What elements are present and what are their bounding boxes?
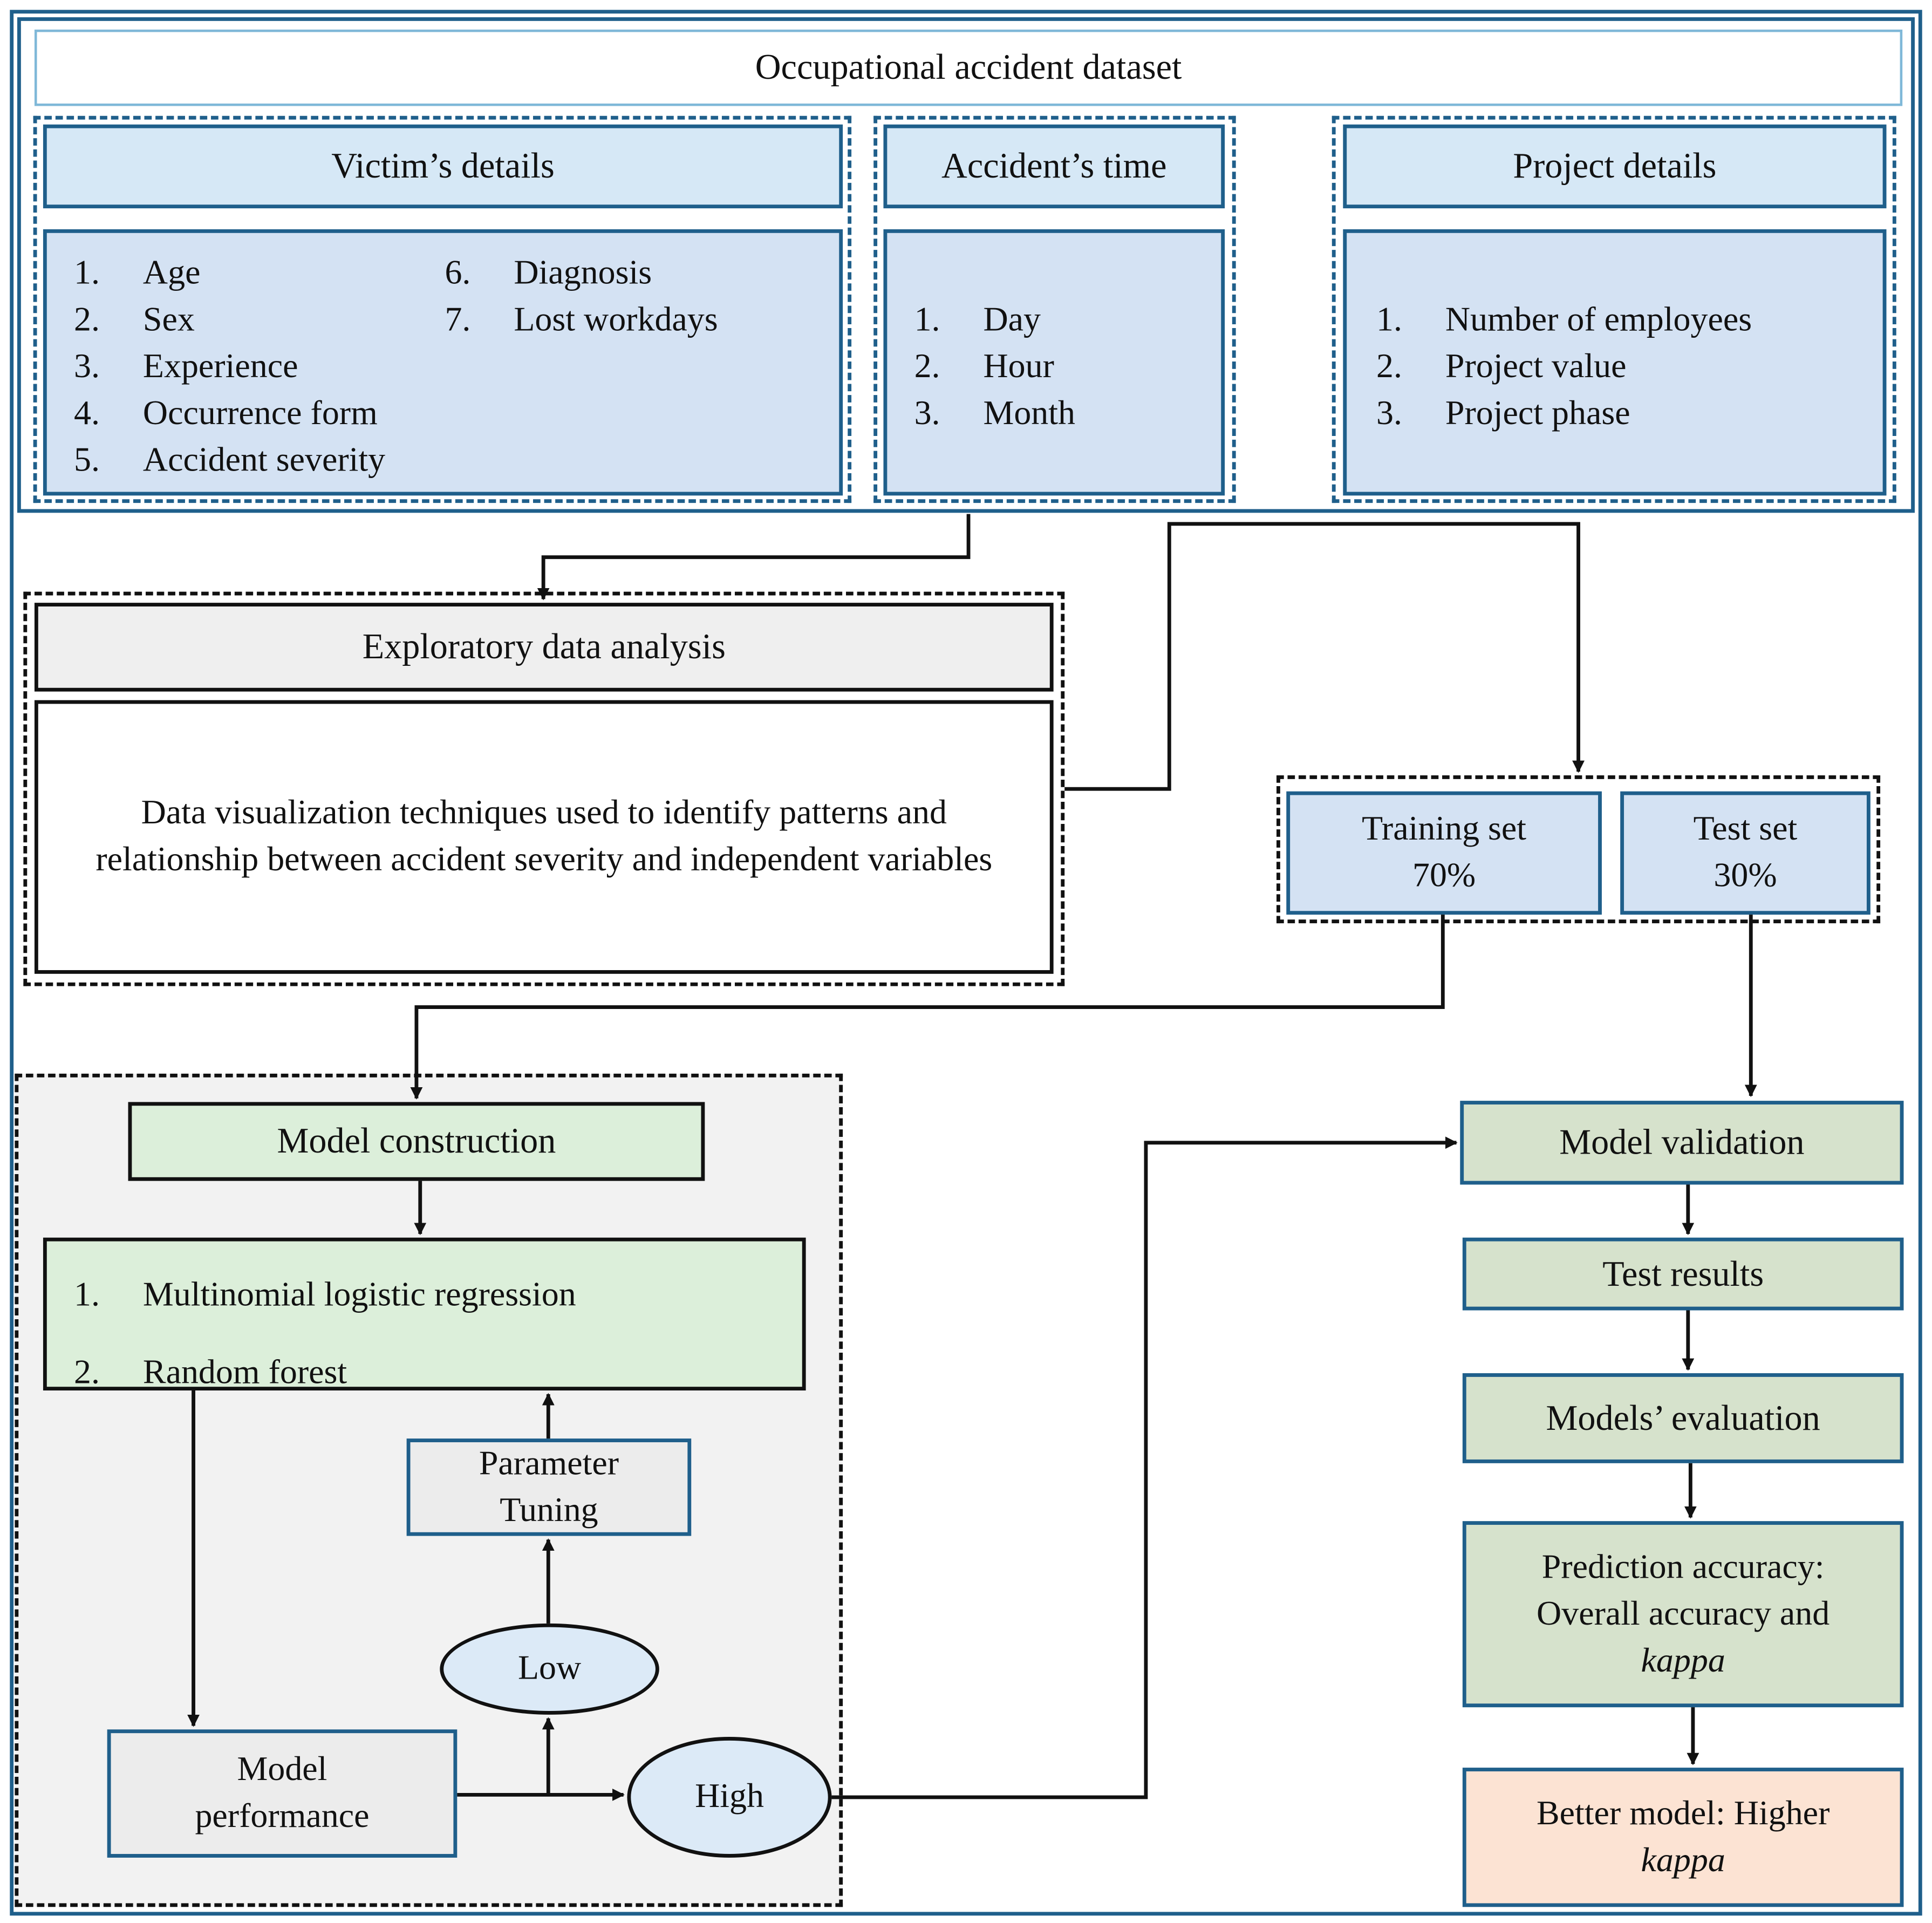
- list-item: 3. Month: [914, 391, 1075, 438]
- item-label: Sex: [142, 301, 195, 339]
- list-item: 1. Age: [74, 250, 385, 297]
- high-text: High: [695, 1777, 764, 1816]
- time-group: [873, 115, 1236, 503]
- item-number: 2.: [74, 301, 100, 339]
- training-set-box: Training set 70%: [1286, 791, 1602, 915]
- list-item: 2. Sex: [74, 297, 385, 344]
- parameter-tuning-box: Parameter Tuning: [406, 1438, 692, 1536]
- prediction-accuracy-box: Prediction accuracy: Overall accuracy an…: [1462, 1521, 1904, 1708]
- models-list: 1. Multinomial logistic regression 2. Rand…: [74, 1256, 576, 1411]
- test-set-box: Test set 30%: [1620, 791, 1870, 915]
- item-label: Occurrence form: [142, 394, 378, 433]
- list-item: 7. Lost workdays: [445, 297, 718, 344]
- construction-header-text: Model construction: [277, 1121, 556, 1162]
- low-text: Low: [517, 1649, 582, 1688]
- models-box: 1. Multinomial logistic regression 2. Rand…: [43, 1237, 806, 1392]
- list-item: 1. Number of employees: [1376, 297, 1752, 344]
- item-number: 1.: [1376, 301, 1402, 339]
- list-item: 2. Hour: [914, 344, 1075, 391]
- eda-body-text: Data visualization techniques used to id…: [95, 794, 993, 879]
- model-validation-box: Model validation: [1460, 1101, 1904, 1185]
- prediction-accuracy-text: Prediction accuracy: Overall accuracy an…: [1537, 1547, 1830, 1633]
- victim-group: [33, 115, 852, 503]
- item-number: 1.: [74, 1276, 100, 1314]
- list-item: 4. Occurrence form: [74, 391, 385, 438]
- time-header: Accident’s time: [883, 124, 1225, 209]
- training-set-label: Training set: [1362, 809, 1527, 848]
- time-list-box: 1. Day 2. Hour 3. Month: [883, 229, 1225, 496]
- model-performance-box: Model performance: [107, 1729, 458, 1858]
- list-item: 1. Multinomial logistic regression: [74, 1256, 576, 1334]
- item-label: Experience: [142, 347, 298, 386]
- better-model-box: Better model: Higher kappa: [1462, 1768, 1904, 1907]
- prediction-accuracy-kappa: kappa: [1641, 1641, 1725, 1680]
- list-item: 5. Accident severity: [74, 438, 385, 485]
- outer-frame: [10, 10, 1922, 1916]
- victim-list-box: 1. Age 2. Sex 3. Experience 4. Occurrence fo…: [43, 229, 843, 496]
- high-ellipse: High: [627, 1737, 832, 1858]
- item-label: Project phase: [1445, 394, 1630, 433]
- item-number: 2.: [914, 347, 940, 386]
- item-number: 6.: [445, 254, 471, 292]
- dataset-frame: [17, 17, 1915, 513]
- project-list-box: 1. Number of employees 2. Project value 3.…: [1343, 229, 1887, 496]
- item-label: Project value: [1445, 347, 1627, 386]
- item-number: 2.: [1376, 347, 1402, 386]
- item-label: Multinomial logistic regression: [142, 1276, 576, 1314]
- list-item: 3. Project phase: [1376, 391, 1752, 438]
- item-number: 2.: [74, 1353, 100, 1392]
- item-label: Random forest: [142, 1353, 347, 1392]
- models-evaluation-box: Models’ evaluation: [1462, 1373, 1904, 1463]
- list-item: 2. Random forest: [74, 1334, 576, 1411]
- item-number: 3.: [74, 347, 100, 386]
- item-label: Month: [983, 394, 1076, 433]
- model-performance-text: Model performance: [195, 1750, 370, 1836]
- low-ellipse: Low: [440, 1623, 659, 1715]
- eda-header-text: Exploratory data analysis: [362, 627, 726, 667]
- models-evaluation-text: Models’ evaluation: [1546, 1398, 1820, 1438]
- item-number: 3.: [914, 394, 940, 433]
- item-label: Hour: [983, 347, 1054, 386]
- project-list: 1. Number of employees 2. Project value 3.…: [1376, 297, 1752, 438]
- dataset-title-text: Occupational accident dataset: [755, 48, 1182, 88]
- item-number: 4.: [74, 394, 100, 433]
- project-header: Project details: [1343, 124, 1887, 209]
- test-results-text: Test results: [1602, 1254, 1764, 1294]
- test-results-box: Test results: [1462, 1237, 1904, 1311]
- list-item: 6. Diagnosis: [445, 250, 718, 297]
- test-set-value: 30%: [1713, 856, 1777, 895]
- project-group: [1332, 115, 1896, 503]
- item-label: Age: [142, 254, 201, 292]
- model-validation-text: Model validation: [1559, 1123, 1805, 1163]
- item-label: Number of employees: [1445, 301, 1752, 339]
- victim-header: Victim’s details: [43, 124, 843, 209]
- list-item: 3. Experience: [74, 344, 385, 391]
- time-list: 1. Day 2. Hour 3. Month: [914, 297, 1075, 438]
- test-set-label: Test set: [1693, 809, 1798, 848]
- list-item: 2. Project value: [1376, 344, 1752, 391]
- item-number: 1.: [914, 301, 940, 339]
- item-number: 7.: [445, 301, 471, 339]
- victim-list-col1: 1. Age 2. Sex 3. Experience 4. Occurrence fo…: [74, 250, 385, 485]
- item-label: Day: [983, 301, 1041, 339]
- construction-header: Model construction: [128, 1102, 705, 1181]
- victim-list-col2: 6. Diagnosis 7. Lost workdays: [445, 250, 718, 344]
- list-item: 1. Day: [914, 297, 1075, 344]
- dataset-title: Occupational accident dataset: [34, 29, 1903, 106]
- time-header-text: Accident’s time: [941, 146, 1167, 186]
- eda-body: Data visualization techniques used to id…: [34, 700, 1054, 974]
- victim-header-text: Victim’s details: [331, 146, 555, 186]
- item-number: 5.: [74, 441, 100, 480]
- better-model-text: Better model: Higher: [1536, 1794, 1830, 1833]
- eda-header: Exploratory data analysis: [34, 603, 1054, 692]
- item-label: Diagnosis: [514, 254, 652, 292]
- better-model-kappa: kappa: [1641, 1841, 1725, 1879]
- parameter-tuning-text: Parameter Tuning: [479, 1444, 619, 1530]
- project-header-text: Project details: [1513, 146, 1717, 186]
- item-number: 1.: [74, 254, 100, 292]
- item-label: Lost workdays: [514, 301, 718, 339]
- training-set-value: 70%: [1412, 856, 1476, 895]
- item-label: Accident severity: [142, 441, 386, 480]
- item-number: 3.: [1376, 394, 1402, 433]
